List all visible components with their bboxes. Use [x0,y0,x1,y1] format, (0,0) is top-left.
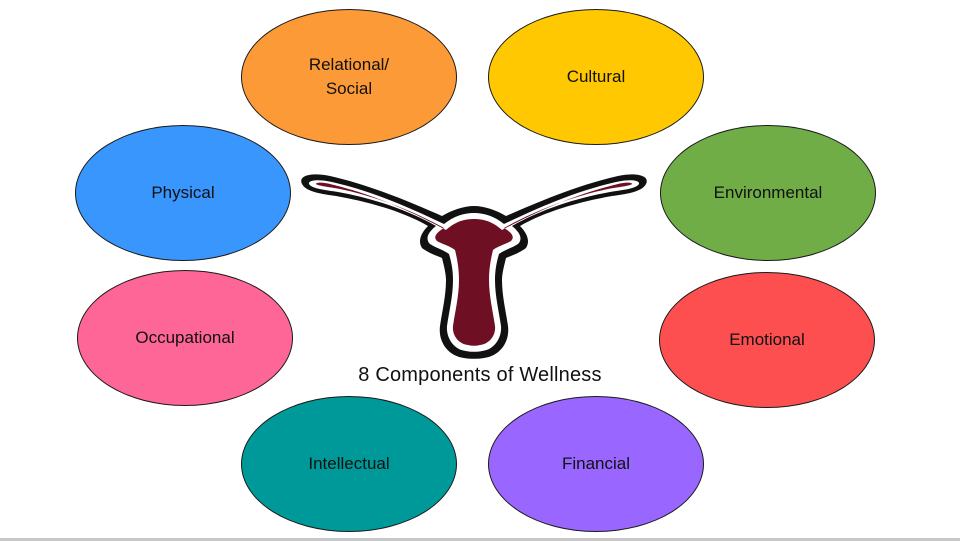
component-oval-emotional: Emotional [659,272,875,408]
component-oval-intellectual: Intellectual [241,396,457,532]
component-label: Emotional [729,330,805,349]
component-oval-physical: Physical [75,125,291,261]
component-label: Environmental [713,183,823,202]
component-oval-occupational: Occupational [77,270,293,406]
component-label: Relational/ Social [308,55,390,98]
component-oval-cultural: Cultural [488,9,704,145]
component-oval-relational-social: Relational/ Social [241,9,457,145]
component-label: Intellectual [308,454,390,473]
diagram-title: 8 Components of Wellness [358,364,602,386]
component-oval-financial: Financial [488,396,704,532]
component-label: Occupational [135,328,235,347]
component-label: Physical [151,183,215,202]
component-label: Financial [561,454,631,473]
bottom-divider [0,538,960,541]
component-oval-environmental: Environmental [660,125,876,261]
component-label: Cultural [566,67,626,86]
longhorn-head-icon [301,174,647,359]
